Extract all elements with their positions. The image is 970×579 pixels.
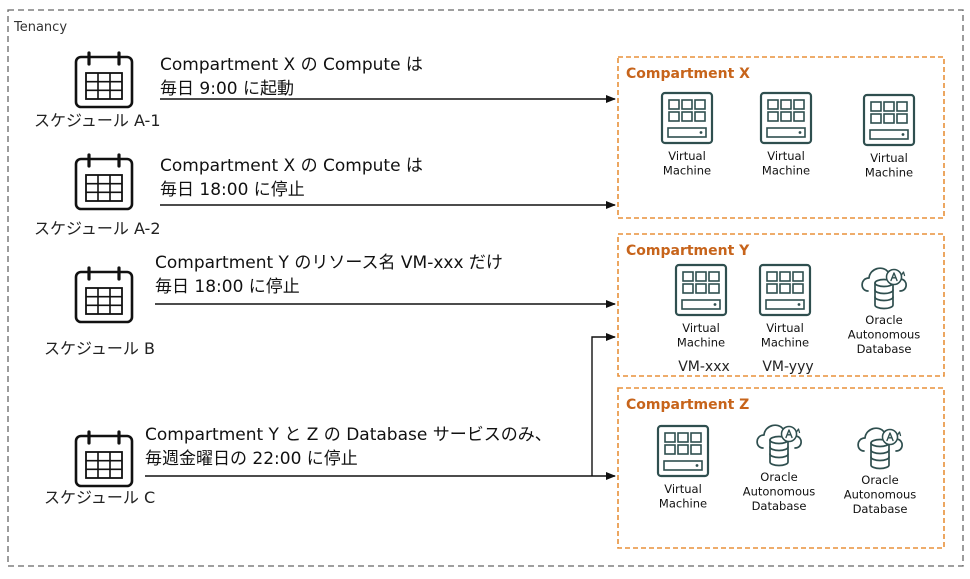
resource-label: Machine	[761, 336, 809, 350]
schedule-description-line: 毎週金曜日の 22:00 に停止	[145, 449, 358, 469]
virtual-machine-icon	[758, 263, 812, 317]
resource-name: VM-yyy	[762, 359, 813, 375]
arrow-schedule-c-y	[591, 333, 616, 476]
compartment-boundary	[617, 233, 945, 377]
resource-label: Machine	[762, 164, 810, 178]
resource-label: Machine	[677, 336, 725, 350]
resource-label: Database	[752, 499, 807, 513]
resource-label: Autonomous	[844, 488, 917, 502]
compartment-title: Compartment Y	[626, 243, 750, 259]
schedule-description-line: Compartment X の Compute は	[160, 156, 423, 176]
compartment-boundary	[617, 56, 945, 219]
tenancy-boundary	[7, 9, 964, 567]
schedule-description-line: 毎日 18:00 に停止	[155, 277, 300, 297]
resource-label: Oracle	[760, 470, 797, 484]
schedule-description-line: Compartment Y のリソース名 VM-xxx だけ	[155, 253, 503, 273]
virtual-machine-icon	[656, 424, 710, 478]
virtual-machine-icon	[862, 93, 916, 147]
compartment-title: Compartment X	[626, 66, 750, 82]
resource-label: Oracle	[865, 313, 902, 327]
schedule-description-line: 毎日 18:00 に停止	[160, 180, 305, 200]
resource-label: Virtual	[682, 321, 720, 335]
calendar-icon	[74, 153, 134, 211]
resource-label: Oracle	[861, 473, 898, 487]
tenancy-label: Tenancy	[13, 20, 67, 35]
compartment-x: Compartment XVirtualMachineVirtualMachin…	[617, 56, 945, 219]
resource-label: Database	[857, 342, 912, 356]
virtual-machine-icon	[759, 91, 813, 145]
resource-label: Virtual	[767, 149, 805, 163]
schedule-description-line: Compartment X の Compute は	[160, 55, 423, 75]
schedule-b: スケジュール B Compartment Y のリソース名 VM-xxx だけ毎日…	[44, 253, 503, 358]
resource-name: VM-xxx	[678, 359, 730, 375]
schedule-description-line: 毎日 9:00 に起動	[160, 79, 294, 99]
arrows	[145, 95, 616, 480]
resource-label: Virtual	[766, 321, 804, 335]
schedule-label: スケジュール B	[44, 339, 155, 358]
schedule-description-line: Compartment Y と Z の Database サービスのみ、	[145, 425, 552, 445]
schedule-a2: スケジュール A-2 Compartment X の Compute は毎日 18…	[34, 153, 423, 238]
schedule-label: スケジュール A-1	[34, 111, 161, 130]
resource-label: Machine	[865, 166, 913, 180]
compartment-y: Compartment YVirtualMachineVM-xxxVirtual…	[617, 233, 945, 377]
calendar-icon	[74, 430, 134, 488]
resource-label: Autonomous	[848, 328, 921, 342]
calendar-icon	[74, 51, 134, 109]
virtual-machine-icon	[674, 263, 728, 317]
schedule-label: スケジュール A-2	[34, 219, 161, 238]
resource-label: Virtual	[870, 151, 908, 165]
resource-label: Autonomous	[743, 485, 816, 499]
resource-label: Machine	[663, 164, 711, 178]
autonomous-database-icon	[756, 424, 802, 467]
calendar-icon	[74, 266, 134, 324]
compartment-z: Compartment ZVirtualMachineOracleAutonom…	[617, 387, 945, 549]
virtual-machine-icon	[660, 91, 714, 145]
autonomous-database-icon	[857, 427, 903, 470]
autonomous-database-icon	[861, 267, 907, 310]
resource-label: Machine	[659, 497, 707, 511]
schedule-label: スケジュール C	[44, 488, 155, 507]
schedule-a1: スケジュール A-1 Compartment X の Compute は毎日 9:…	[34, 51, 423, 130]
resource-label: Virtual	[664, 482, 702, 496]
resource-label: Database	[853, 502, 908, 516]
schedule-c: スケジュール C Compartment Y と Z の Database サービ…	[44, 425, 552, 507]
compartment-title: Compartment Z	[626, 397, 749, 413]
compartment-boundary	[617, 387, 945, 549]
resource-label: Virtual	[668, 149, 706, 163]
